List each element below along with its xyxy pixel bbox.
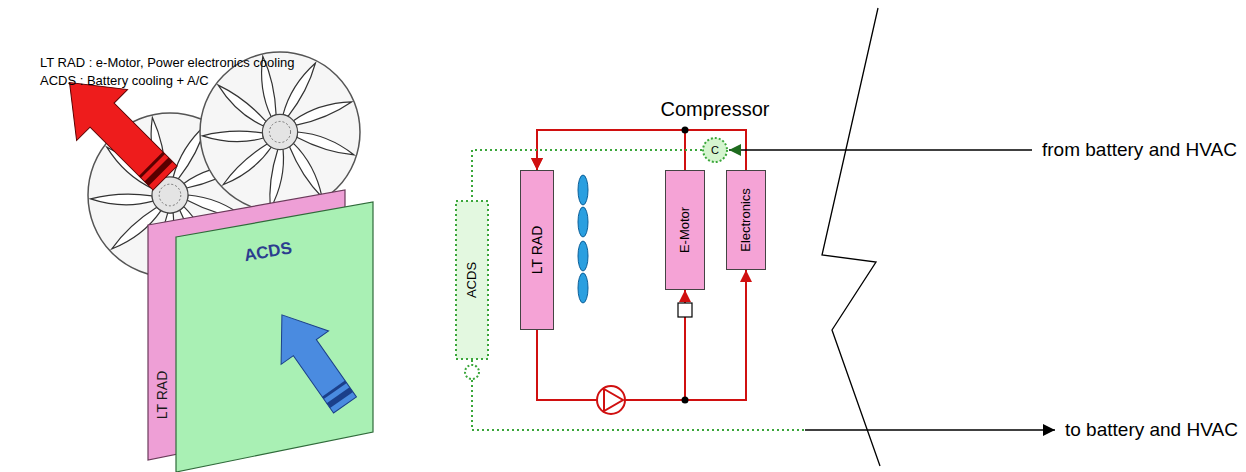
airflow-arrow xyxy=(258,298,369,421)
radiator-box: LT RAD xyxy=(520,170,554,330)
fan-shroud xyxy=(200,52,360,212)
legend-note: LT RAD : e-Motor, Power electronics cool… xyxy=(40,55,295,71)
fan-symbol xyxy=(578,207,588,237)
condenser-box-outline xyxy=(455,200,489,360)
fan-hub-ring xyxy=(269,121,290,142)
cooling-fan xyxy=(200,52,360,212)
compressor-symbol-outline xyxy=(702,137,728,163)
break-line xyxy=(822,8,880,466)
arrow-stripe xyxy=(322,381,347,400)
coolant-line xyxy=(537,290,685,400)
radiator-panel: LT RAD xyxy=(148,190,345,460)
compressor-symbol: CompressorC xyxy=(702,137,728,163)
fan-blade xyxy=(262,56,277,116)
fan-symbol xyxy=(578,175,588,205)
airflow-arrow xyxy=(44,57,190,203)
condenser-panel-face xyxy=(176,202,373,472)
component-label: E-Motor xyxy=(678,207,693,253)
arrow-stripe xyxy=(139,152,165,178)
symbol-letter: C xyxy=(711,144,719,157)
radiator-box-outline xyxy=(520,170,554,330)
fan-hub-ring xyxy=(159,184,181,206)
condenser-panel: ACDS xyxy=(176,202,373,472)
fan-hub xyxy=(262,114,297,149)
fan-blade xyxy=(202,131,263,141)
flow-label: from battery and HVAC xyxy=(1042,139,1237,162)
compressor-circle xyxy=(703,138,727,162)
motor-box: E-Motor xyxy=(665,170,705,290)
condenser-panel-outline xyxy=(176,202,373,472)
junction-dot xyxy=(682,397,689,404)
electronics-box: Electronics xyxy=(726,170,766,270)
arrow-body xyxy=(258,298,369,421)
fan-blade xyxy=(91,194,153,205)
component-label: ACDS xyxy=(465,262,480,298)
refrigerant-line xyxy=(472,360,805,430)
box-outline xyxy=(727,171,766,270)
fan-blade xyxy=(297,132,354,155)
flow-arrow xyxy=(729,149,1032,151)
component-label: ACDS xyxy=(243,238,294,266)
pump-triangle xyxy=(604,389,623,411)
radiator-panel-face xyxy=(148,190,345,460)
fan-symbol xyxy=(578,241,588,271)
box-outline xyxy=(521,171,554,330)
fan-blade xyxy=(283,63,315,116)
component-label: Electronics xyxy=(739,188,754,252)
valve-symbol xyxy=(678,303,692,317)
arrow-body xyxy=(44,57,190,203)
condenser-outline xyxy=(456,201,488,359)
arrow-stripe xyxy=(327,387,353,408)
fan-blade xyxy=(112,207,161,249)
condenser-box: ACDS xyxy=(455,200,489,360)
component-heading: Compressor xyxy=(661,98,770,121)
fan-blade xyxy=(270,149,284,209)
fan-blade xyxy=(160,213,174,274)
legend-note: ACDS : Battery cooling + A/C xyxy=(40,73,209,89)
fan-symbol xyxy=(578,273,588,303)
fan-blade xyxy=(180,207,213,262)
motor-box-outline xyxy=(665,170,705,290)
electronics-box-outline xyxy=(726,170,766,270)
fan-blade xyxy=(218,85,266,126)
component-label: LT RAD xyxy=(154,371,170,420)
coolant-line xyxy=(537,270,746,400)
flow-label: to battery and HVAC xyxy=(1065,419,1238,442)
expansion-valve xyxy=(465,365,479,379)
pump-symbol xyxy=(597,386,625,414)
fan-blade xyxy=(290,143,323,197)
component-label: LT RAD xyxy=(529,226,545,275)
arrow-stripe xyxy=(144,157,172,185)
box-outline xyxy=(666,171,705,290)
fan-blade xyxy=(223,144,271,185)
refrigerant-line xyxy=(472,150,702,200)
pump-body xyxy=(597,386,625,414)
junction-dot xyxy=(682,127,689,134)
fan-blade xyxy=(293,102,351,125)
flow-arrow xyxy=(805,429,1055,431)
radiator-panel-outline xyxy=(148,190,345,460)
